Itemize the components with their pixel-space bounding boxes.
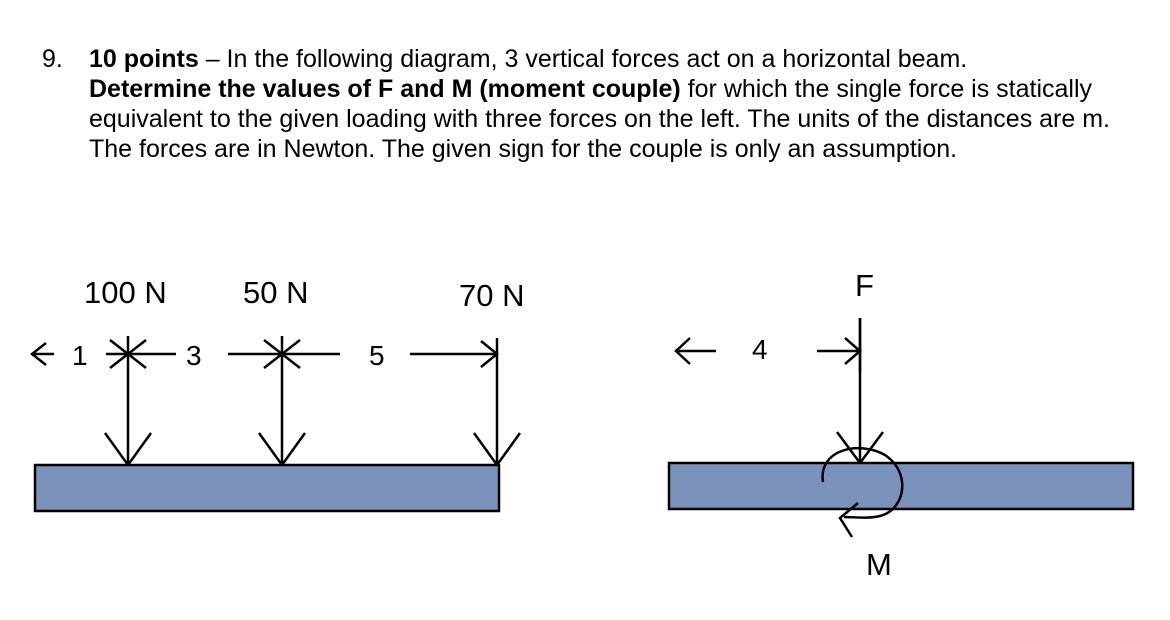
problem-task: Determine the values of F and M (moment … xyxy=(89,75,681,103)
left-force-arrows xyxy=(103,370,522,468)
moment-couple xyxy=(821,446,904,538)
left-beam xyxy=(33,463,501,513)
moment-curve xyxy=(821,446,904,519)
distance-label-1: 1 xyxy=(72,340,88,371)
left-dimension-line xyxy=(29,336,499,372)
problem-number: 9. xyxy=(42,45,63,73)
right-dimension-line xyxy=(674,318,862,372)
right-diagram: F 4 M xyxy=(667,268,1135,582)
points-label: 10 points xyxy=(89,45,199,73)
force-label-50: 50 N xyxy=(243,275,308,310)
points-dash: – xyxy=(198,45,227,73)
tick-1-d2 xyxy=(109,339,147,369)
force-label-100: 100 N xyxy=(84,275,167,310)
left-diagram: 100 N 50 N 70 N 1 3 5 xyxy=(29,275,524,513)
problem-rest: for which the single force is statically… xyxy=(89,75,1110,163)
tick-2-d2 xyxy=(263,339,301,369)
moment-arrowhead xyxy=(838,502,859,538)
force-label-70: 70 N xyxy=(459,278,524,313)
moment-label-m: M xyxy=(866,547,892,582)
distance-label-4: 4 xyxy=(752,334,768,365)
force-label-f: F xyxy=(855,268,874,303)
problem-statement: 9. 10 points – In the following diagram,… xyxy=(42,44,1142,164)
right-beam xyxy=(667,461,1135,511)
force-f-arrow xyxy=(835,318,885,466)
distance-label-3: 3 xyxy=(186,340,202,371)
problem-body: 10 points – In the following diagram, 3 … xyxy=(89,44,1142,164)
problem-intro: In the following diagram, 3 vertical for… xyxy=(226,45,968,73)
distance-label-5: 5 xyxy=(369,340,385,371)
